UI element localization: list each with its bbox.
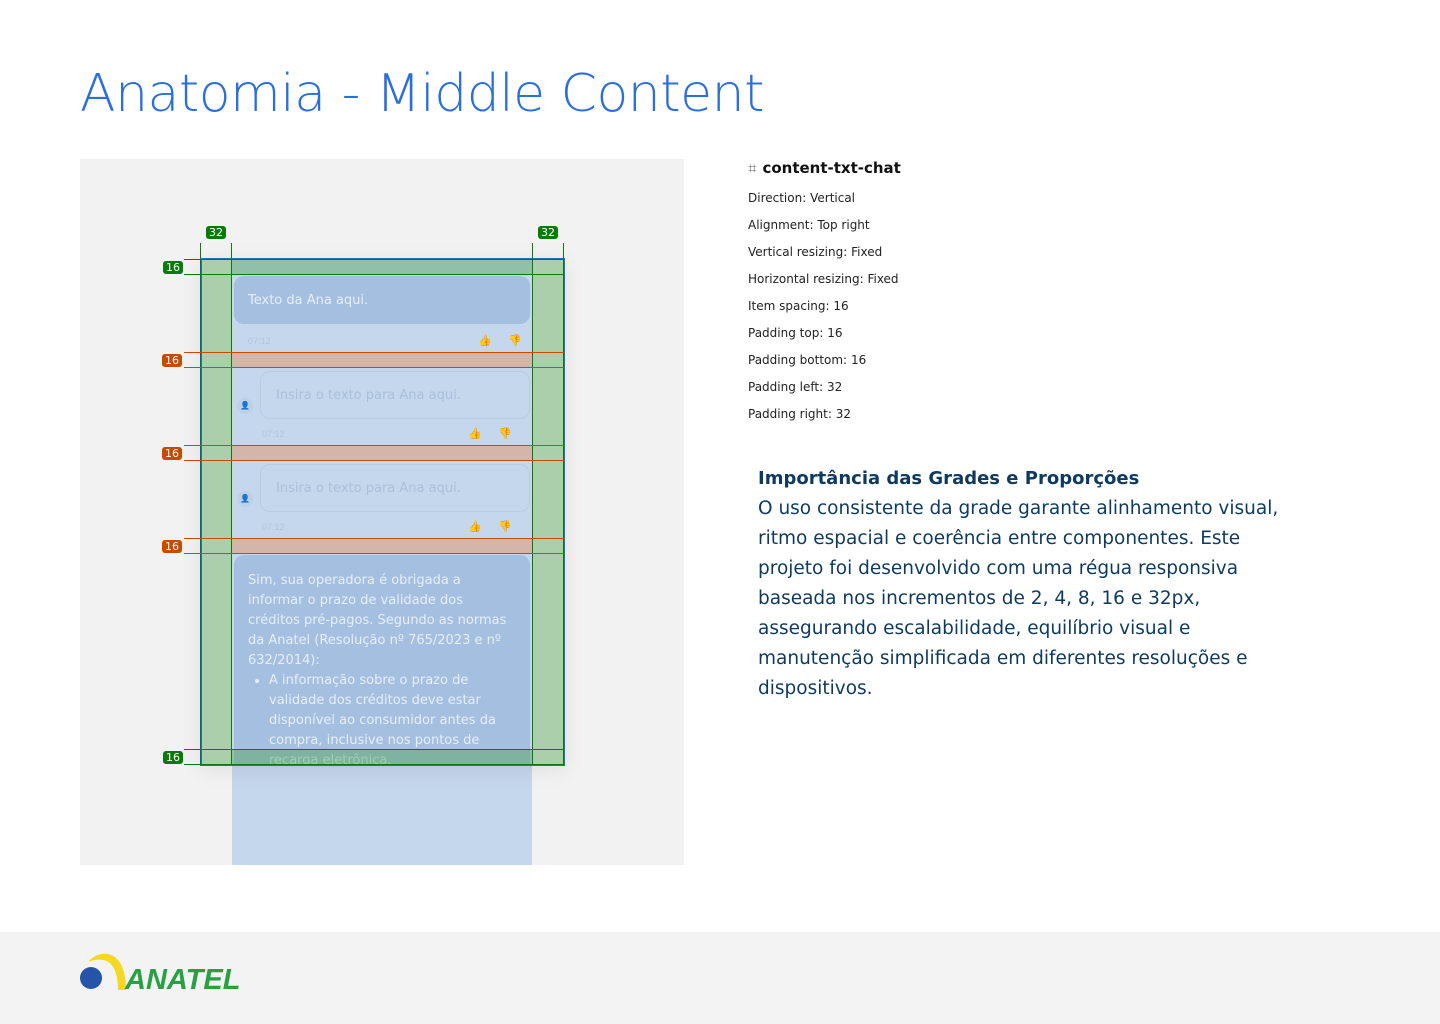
spec-row: Alignment: Top right bbox=[748, 218, 870, 232]
page-title: Anatomia - Middle Content bbox=[80, 64, 765, 124]
gap-badge: 16 bbox=[162, 540, 182, 553]
message-bubble-user: Insira o texto para Ana aqui. bbox=[260, 464, 530, 512]
message-bubble-user: Insira o texto para Ana aqui. bbox=[260, 371, 530, 419]
thumbs-down-icon[interactable]: 👎 bbox=[508, 335, 522, 347]
spec-value: 16 bbox=[850, 353, 867, 367]
spec-label: Alignment: bbox=[748, 218, 814, 232]
message-text: Texto da Ana aqui. bbox=[248, 293, 369, 308]
spec-label: Padding right: bbox=[748, 407, 832, 421]
spec-row: Direction: Vertical bbox=[748, 191, 855, 205]
spec-value: 16 bbox=[827, 326, 843, 340]
spec-label: Horizontal resizing: bbox=[748, 272, 864, 286]
svg-text:ANATEL: ANATEL bbox=[124, 964, 240, 994]
spec-row: Padding right: 32 bbox=[748, 407, 851, 421]
message-text: Insira o texto para Ana aqui. bbox=[276, 481, 461, 496]
message-bubble-answer: Sim, sua operadora é obrigada a informar… bbox=[234, 555, 530, 765]
spec-value: Fixed bbox=[851, 245, 883, 259]
spec-row: Vertical resizing: Fixed bbox=[748, 245, 882, 259]
avatar-icon: 👤 bbox=[237, 491, 253, 507]
spec-label: Padding top: bbox=[748, 326, 824, 340]
message-time: 07:12 bbox=[262, 429, 285, 439]
footer: ANATEL bbox=[0, 932, 1440, 1024]
anatel-logo-icon: ANATEL bbox=[80, 953, 240, 996]
padding-bottom-badge: 16 bbox=[163, 751, 183, 764]
thumbs-up-icon[interactable]: 👍 bbox=[478, 335, 492, 347]
padding-bottom-area bbox=[201, 749, 564, 765]
thumbs-up-icon[interactable]: 👍 bbox=[468, 428, 482, 440]
spec-label: Vertical resizing: bbox=[748, 245, 848, 259]
spec-value: 32 bbox=[835, 407, 852, 421]
message-bubble-ana: Texto da Ana aqui. bbox=[234, 276, 530, 324]
spec-value: Vertical bbox=[810, 191, 856, 205]
grid-note: Importância das Grades e Proporções O us… bbox=[758, 464, 1298, 704]
gap-badge: 16 bbox=[162, 354, 182, 367]
avatar-icon: 👤 bbox=[237, 398, 253, 414]
message-text: Sim, sua operadora é obrigada a informar… bbox=[248, 573, 507, 668]
item-spacing-area bbox=[232, 445, 532, 461]
anatel-logo: ANATEL bbox=[80, 950, 240, 996]
spec-row: Padding left: 32 bbox=[748, 380, 842, 394]
frame-icon: ⌗ bbox=[748, 159, 757, 177]
item-spacing-area bbox=[232, 538, 532, 554]
thumbs-up-icon[interactable]: 👍 bbox=[468, 521, 482, 533]
frame-name: ⌗ content-txt-chat bbox=[748, 159, 901, 177]
spec-label: Padding bottom: bbox=[748, 353, 848, 367]
spec-label: Padding left: bbox=[748, 380, 824, 394]
frame-outline bbox=[200, 258, 565, 766]
spec-value: Top right bbox=[817, 218, 870, 232]
padding-right-area bbox=[532, 275, 564, 749]
spec-value: 16 bbox=[833, 299, 849, 313]
note-body: O uso consistente da grade garante alinh… bbox=[758, 498, 1279, 699]
item-spacing-area bbox=[232, 352, 532, 368]
spec-label: Item spacing: bbox=[748, 299, 830, 313]
message-time: 07:12 bbox=[248, 336, 271, 346]
message-text: Insira o texto para Ana aqui. bbox=[276, 388, 461, 403]
spec-row: Item spacing: 16 bbox=[748, 299, 849, 313]
spec-row: Horizontal resizing: Fixed bbox=[748, 272, 899, 286]
padding-right-badge: 32 bbox=[538, 226, 558, 239]
frame-name-text: content-txt-chat bbox=[762, 159, 901, 177]
spec-value: Fixed bbox=[867, 272, 899, 286]
spec-row: Padding top: 16 bbox=[748, 326, 842, 340]
padding-left-area bbox=[201, 275, 232, 749]
padding-top-badge: 16 bbox=[163, 261, 183, 274]
message-time: 07:12 bbox=[262, 522, 285, 532]
note-heading: Importância das Grades e Proporções bbox=[758, 468, 1140, 489]
spec-row: Padding bottom: 16 bbox=[748, 353, 866, 367]
gap-badge: 16 bbox=[162, 447, 182, 460]
padding-left-badge: 32 bbox=[206, 226, 226, 239]
thumbs-down-icon[interactable]: 👎 bbox=[498, 521, 512, 533]
padding-top-area bbox=[201, 259, 564, 275]
spec-label: Direction: bbox=[748, 191, 807, 205]
thumbs-down-icon[interactable]: 👎 bbox=[498, 428, 512, 440]
spec-value: 32 bbox=[826, 380, 843, 394]
message-bullet: A informação sobre o prazo de validade d… bbox=[269, 671, 516, 765]
